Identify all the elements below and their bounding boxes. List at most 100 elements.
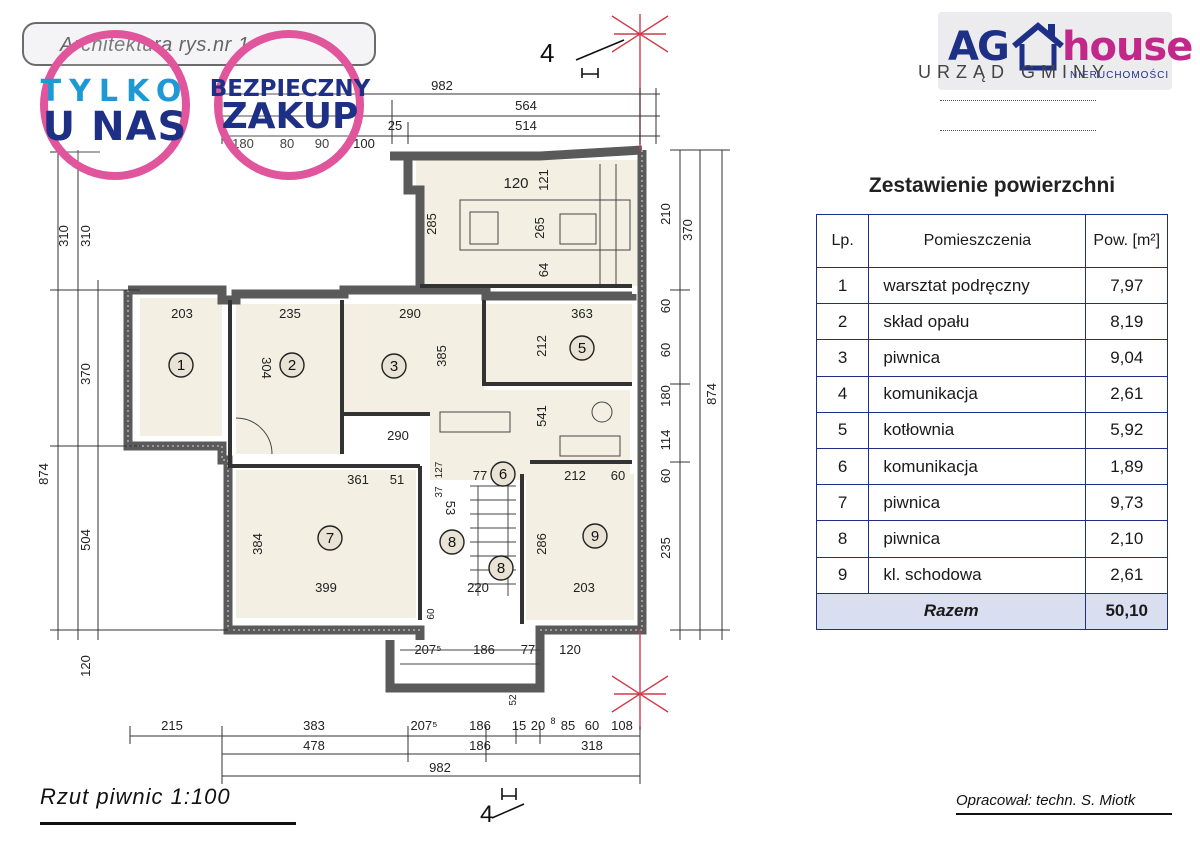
dim-text: 514 bbox=[515, 118, 537, 133]
tylko-u-nas-badge bbox=[40, 30, 190, 180]
dim-text: 286 bbox=[534, 533, 549, 555]
office-stamp: URZĄD GMINY bbox=[918, 62, 1110, 82]
dim-text: 290 bbox=[399, 306, 421, 321]
dim-text: 207⁵ bbox=[414, 642, 441, 657]
row-name: piwnica bbox=[868, 484, 1087, 522]
dim-text: 52 bbox=[508, 694, 519, 706]
row-area: 1,89 bbox=[1085, 447, 1168, 486]
dim-text: 186 bbox=[469, 718, 491, 733]
dim-text: 60 bbox=[585, 718, 599, 733]
dim-text: 370 bbox=[680, 219, 695, 241]
table-total-row: Razem 50,10 bbox=[815, 592, 1168, 630]
header-lp: Lp. bbox=[815, 214, 870, 268]
row-name: skład opału bbox=[868, 303, 1087, 341]
dim-text: 504 bbox=[78, 529, 93, 551]
dim-text: 51 bbox=[390, 472, 404, 487]
room-number-label: 2 bbox=[288, 357, 296, 374]
table-header-row: Lp. Pomieszczenia Pow. [m²] bbox=[815, 214, 1168, 268]
row-area: 2,61 bbox=[1085, 375, 1168, 413]
dim-text: 60 bbox=[426, 608, 437, 620]
room-number-label: 6 bbox=[499, 466, 507, 483]
dim-text: 383 bbox=[303, 718, 325, 733]
row-name: warsztat podręczny bbox=[868, 266, 1087, 305]
room-number-label: 9 bbox=[591, 528, 599, 545]
house-icon bbox=[1012, 22, 1064, 71]
logo-house-text: house bbox=[1062, 24, 1193, 70]
dim-text: 180 bbox=[658, 385, 673, 407]
dotted-line bbox=[940, 100, 1096, 101]
row-name: komunikacja bbox=[868, 447, 1087, 486]
badge-zakup-text: ZAKUP bbox=[221, 96, 359, 137]
dim-text: 203 bbox=[573, 580, 595, 595]
dim-text: 874 bbox=[36, 463, 51, 485]
dim-text: 186 bbox=[469, 738, 491, 753]
dim-text: 361 bbox=[347, 472, 369, 487]
logo-ag-text: AG bbox=[948, 24, 1010, 70]
dim-text: 370 bbox=[78, 363, 93, 385]
dim-text: 53 bbox=[443, 501, 458, 515]
row-area: 2,61 bbox=[1085, 556, 1168, 594]
area-table-title: Zestawienie powierzchni bbox=[868, 174, 1116, 197]
dim-text: 60 bbox=[611, 468, 625, 483]
dim-text: 399 bbox=[315, 580, 337, 595]
dim-text: 77 bbox=[473, 468, 487, 483]
dim-text: 363 bbox=[571, 306, 593, 321]
dim-text: 285 bbox=[424, 213, 439, 235]
dim-text: 207⁵ bbox=[410, 718, 437, 733]
bezpieczny-zakup-badge bbox=[214, 30, 364, 180]
row-name: komunikacja bbox=[868, 375, 1087, 413]
row-area: 2,10 bbox=[1085, 520, 1168, 558]
row-area: 5,92 bbox=[1085, 411, 1168, 449]
dim-text: 215 bbox=[161, 718, 183, 733]
dim-text: 318 bbox=[581, 738, 603, 753]
row-area: 8,19 bbox=[1085, 303, 1168, 341]
row-name: kotłownia bbox=[868, 411, 1087, 449]
row-lp: 3 bbox=[815, 339, 870, 377]
dim-text: 60 bbox=[658, 343, 673, 357]
header-room: Pomieszczenia bbox=[868, 214, 1087, 268]
dim-text: 120 bbox=[78, 655, 93, 677]
badge-bezpieczny-text: BEZPIECZNY bbox=[209, 76, 371, 102]
dim-text: 235 bbox=[279, 306, 301, 321]
dim-text: 120 bbox=[559, 642, 581, 657]
row-name: piwnica bbox=[868, 520, 1087, 558]
plan-title-underline bbox=[40, 822, 296, 825]
dim-text: 37 bbox=[434, 486, 445, 498]
dim-text: 210 bbox=[658, 203, 673, 225]
dim-text: 127 bbox=[434, 461, 445, 478]
dim-text: 100 bbox=[353, 136, 375, 151]
dim-text: 186 bbox=[473, 642, 495, 657]
row-name: piwnica bbox=[868, 339, 1087, 377]
dim-text: 265 bbox=[532, 217, 547, 239]
badge-tylko-text: TYLKO bbox=[40, 74, 190, 109]
row-lp: 9 bbox=[815, 556, 870, 594]
row-lp: 7 bbox=[815, 484, 870, 522]
dim-text: 114 bbox=[658, 430, 673, 451]
dim-text: 982 bbox=[429, 760, 451, 775]
room-number-label: 7 bbox=[326, 530, 334, 547]
room-number-label: 8 bbox=[448, 534, 456, 551]
dim-text: 212 bbox=[564, 468, 586, 483]
dim-text: 982 bbox=[431, 78, 453, 93]
row-lp: 6 bbox=[815, 447, 870, 486]
dim-text: 874 bbox=[704, 383, 719, 405]
dim-text: 77 bbox=[521, 642, 535, 657]
header-area: Pow. [m²] bbox=[1085, 214, 1168, 268]
section-mark-top: 4 bbox=[540, 38, 554, 68]
dim-text: 120 bbox=[503, 175, 528, 192]
row-area: 9,73 bbox=[1085, 484, 1168, 522]
section-mark-bottom: 4 bbox=[480, 801, 493, 828]
room-number-label: 8 bbox=[497, 560, 505, 577]
dim-text: 235 bbox=[658, 537, 673, 559]
dim-text: 25 bbox=[388, 118, 402, 133]
total-label: Razem bbox=[815, 592, 1087, 630]
dim-text: 310 bbox=[78, 225, 93, 247]
dim-text: 385 bbox=[434, 345, 449, 367]
dim-text: 220 bbox=[467, 580, 489, 595]
row-area: 9,04 bbox=[1085, 339, 1168, 377]
